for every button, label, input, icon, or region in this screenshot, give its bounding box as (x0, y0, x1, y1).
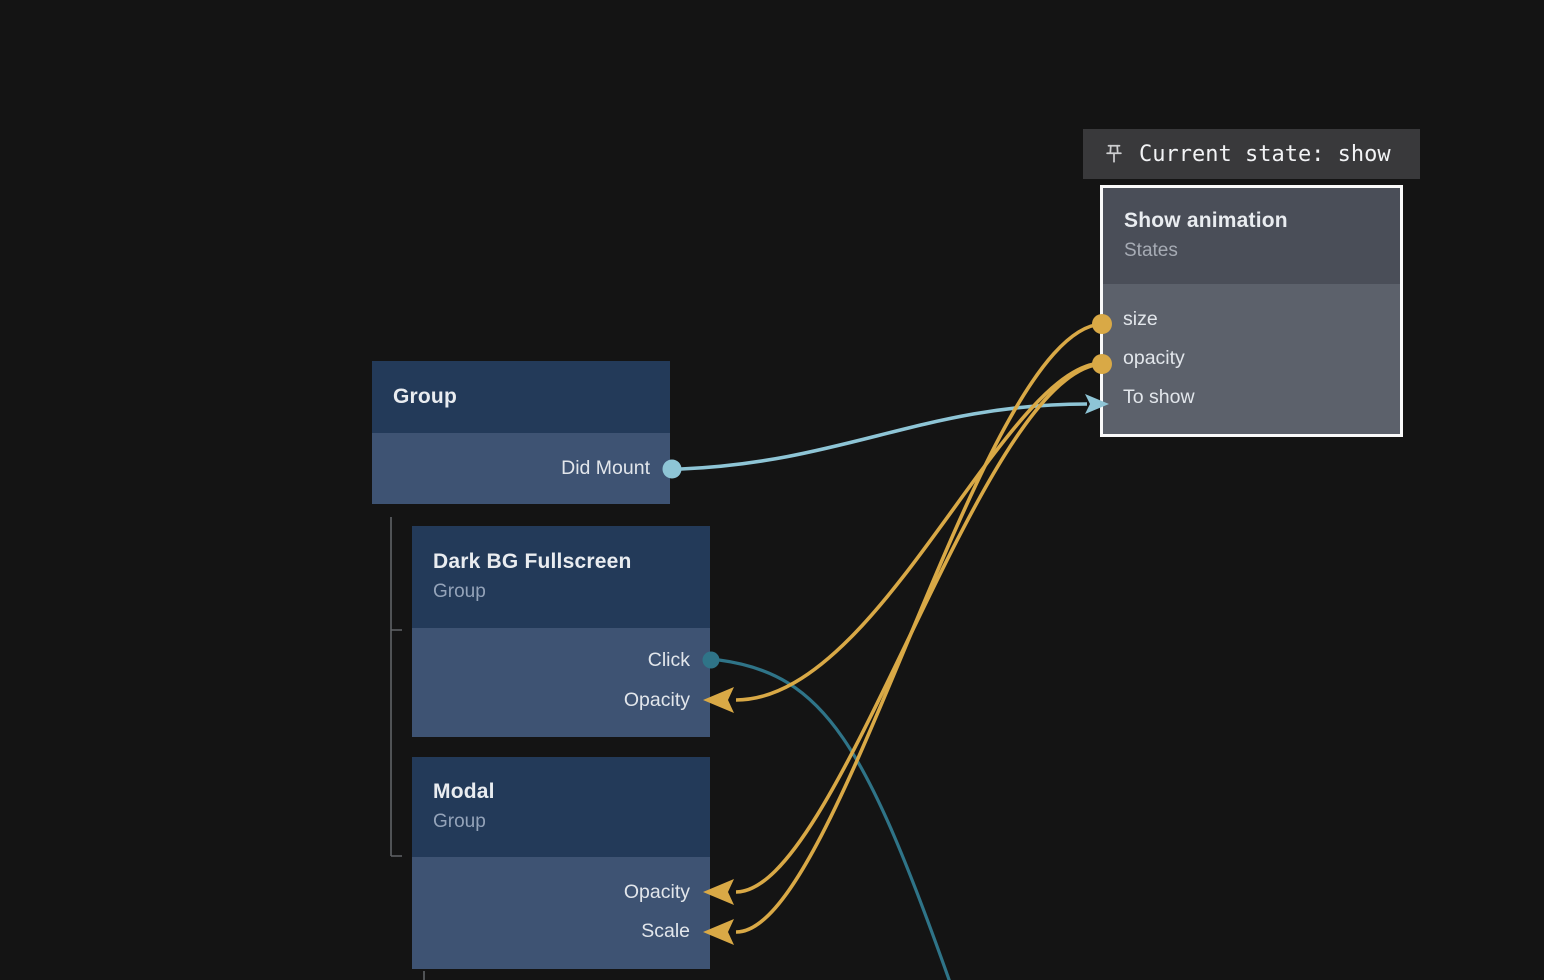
node-show-animation[interactable]: Show animation States size opacity To sh… (1100, 185, 1403, 437)
edge-size-to-modal-scale[interactable] (735, 322, 1103, 934)
current-state-label: Current state: show (1139, 141, 1391, 167)
node-group-header[interactable]: Group (372, 361, 670, 433)
row-opacity[interactable]: Opacity (412, 873, 710, 912)
edge-click-offscreen[interactable] (718, 658, 952, 980)
row-label: Opacity (623, 688, 690, 711)
current-state-badge: Current state: show (1083, 129, 1420, 179)
row-label: To show (1123, 386, 1195, 408)
row-opacity[interactable]: opacity (1103, 339, 1400, 378)
node-subtitle: Group (433, 811, 486, 832)
row-opacity[interactable]: Opacity (412, 680, 710, 720)
node-title: Dark BG Fullscreen (433, 550, 632, 573)
row-scale[interactable]: Scale (412, 912, 710, 951)
node-group-body: Did Mount (372, 433, 670, 504)
row-to-show[interactable]: To show (1103, 378, 1400, 417)
row-label: Scale (641, 920, 690, 942)
node-modal[interactable]: Modal Group Opacity Scale (412, 757, 710, 969)
node-show-animation-header[interactable]: Show animation States (1103, 188, 1400, 284)
edge-opacity-to-darkbg-opacity[interactable] (735, 361, 1103, 702)
node-dark-bg-header[interactable]: Dark BG Fullscreen Group (412, 526, 710, 628)
node-dark-bg-fullscreen[interactable]: Dark BG Fullscreen Group Click Opacity (412, 526, 710, 737)
node-group[interactable]: Group Did Mount (372, 361, 670, 504)
row-click[interactable]: Click (412, 640, 710, 680)
node-title: Group (393, 385, 457, 408)
row-label: Click (647, 648, 690, 671)
row-label: opacity (1123, 347, 1185, 369)
edge-opacity-to-modal-opacity[interactable] (735, 362, 1103, 894)
row-did-mount[interactable]: Did Mount (561, 457, 650, 479)
node-subtitle: Group (433, 581, 486, 602)
node-modal-body: Opacity Scale (412, 857, 710, 969)
node-title: Modal (433, 780, 495, 803)
node-modal-header[interactable]: Modal Group (412, 757, 710, 857)
edge-did-mount-to-show[interactable] (680, 402, 1088, 471)
node-dark-bg-body: Click Opacity (412, 628, 710, 737)
node-show-animation-body: size opacity To show (1103, 284, 1400, 434)
node-subtitle: States (1124, 240, 1178, 261)
node-title: Show animation (1124, 209, 1288, 232)
row-label: Opacity (623, 881, 690, 903)
row-size[interactable]: size (1103, 300, 1400, 339)
row-label: size (1123, 308, 1158, 330)
pin-icon (1106, 144, 1122, 163)
